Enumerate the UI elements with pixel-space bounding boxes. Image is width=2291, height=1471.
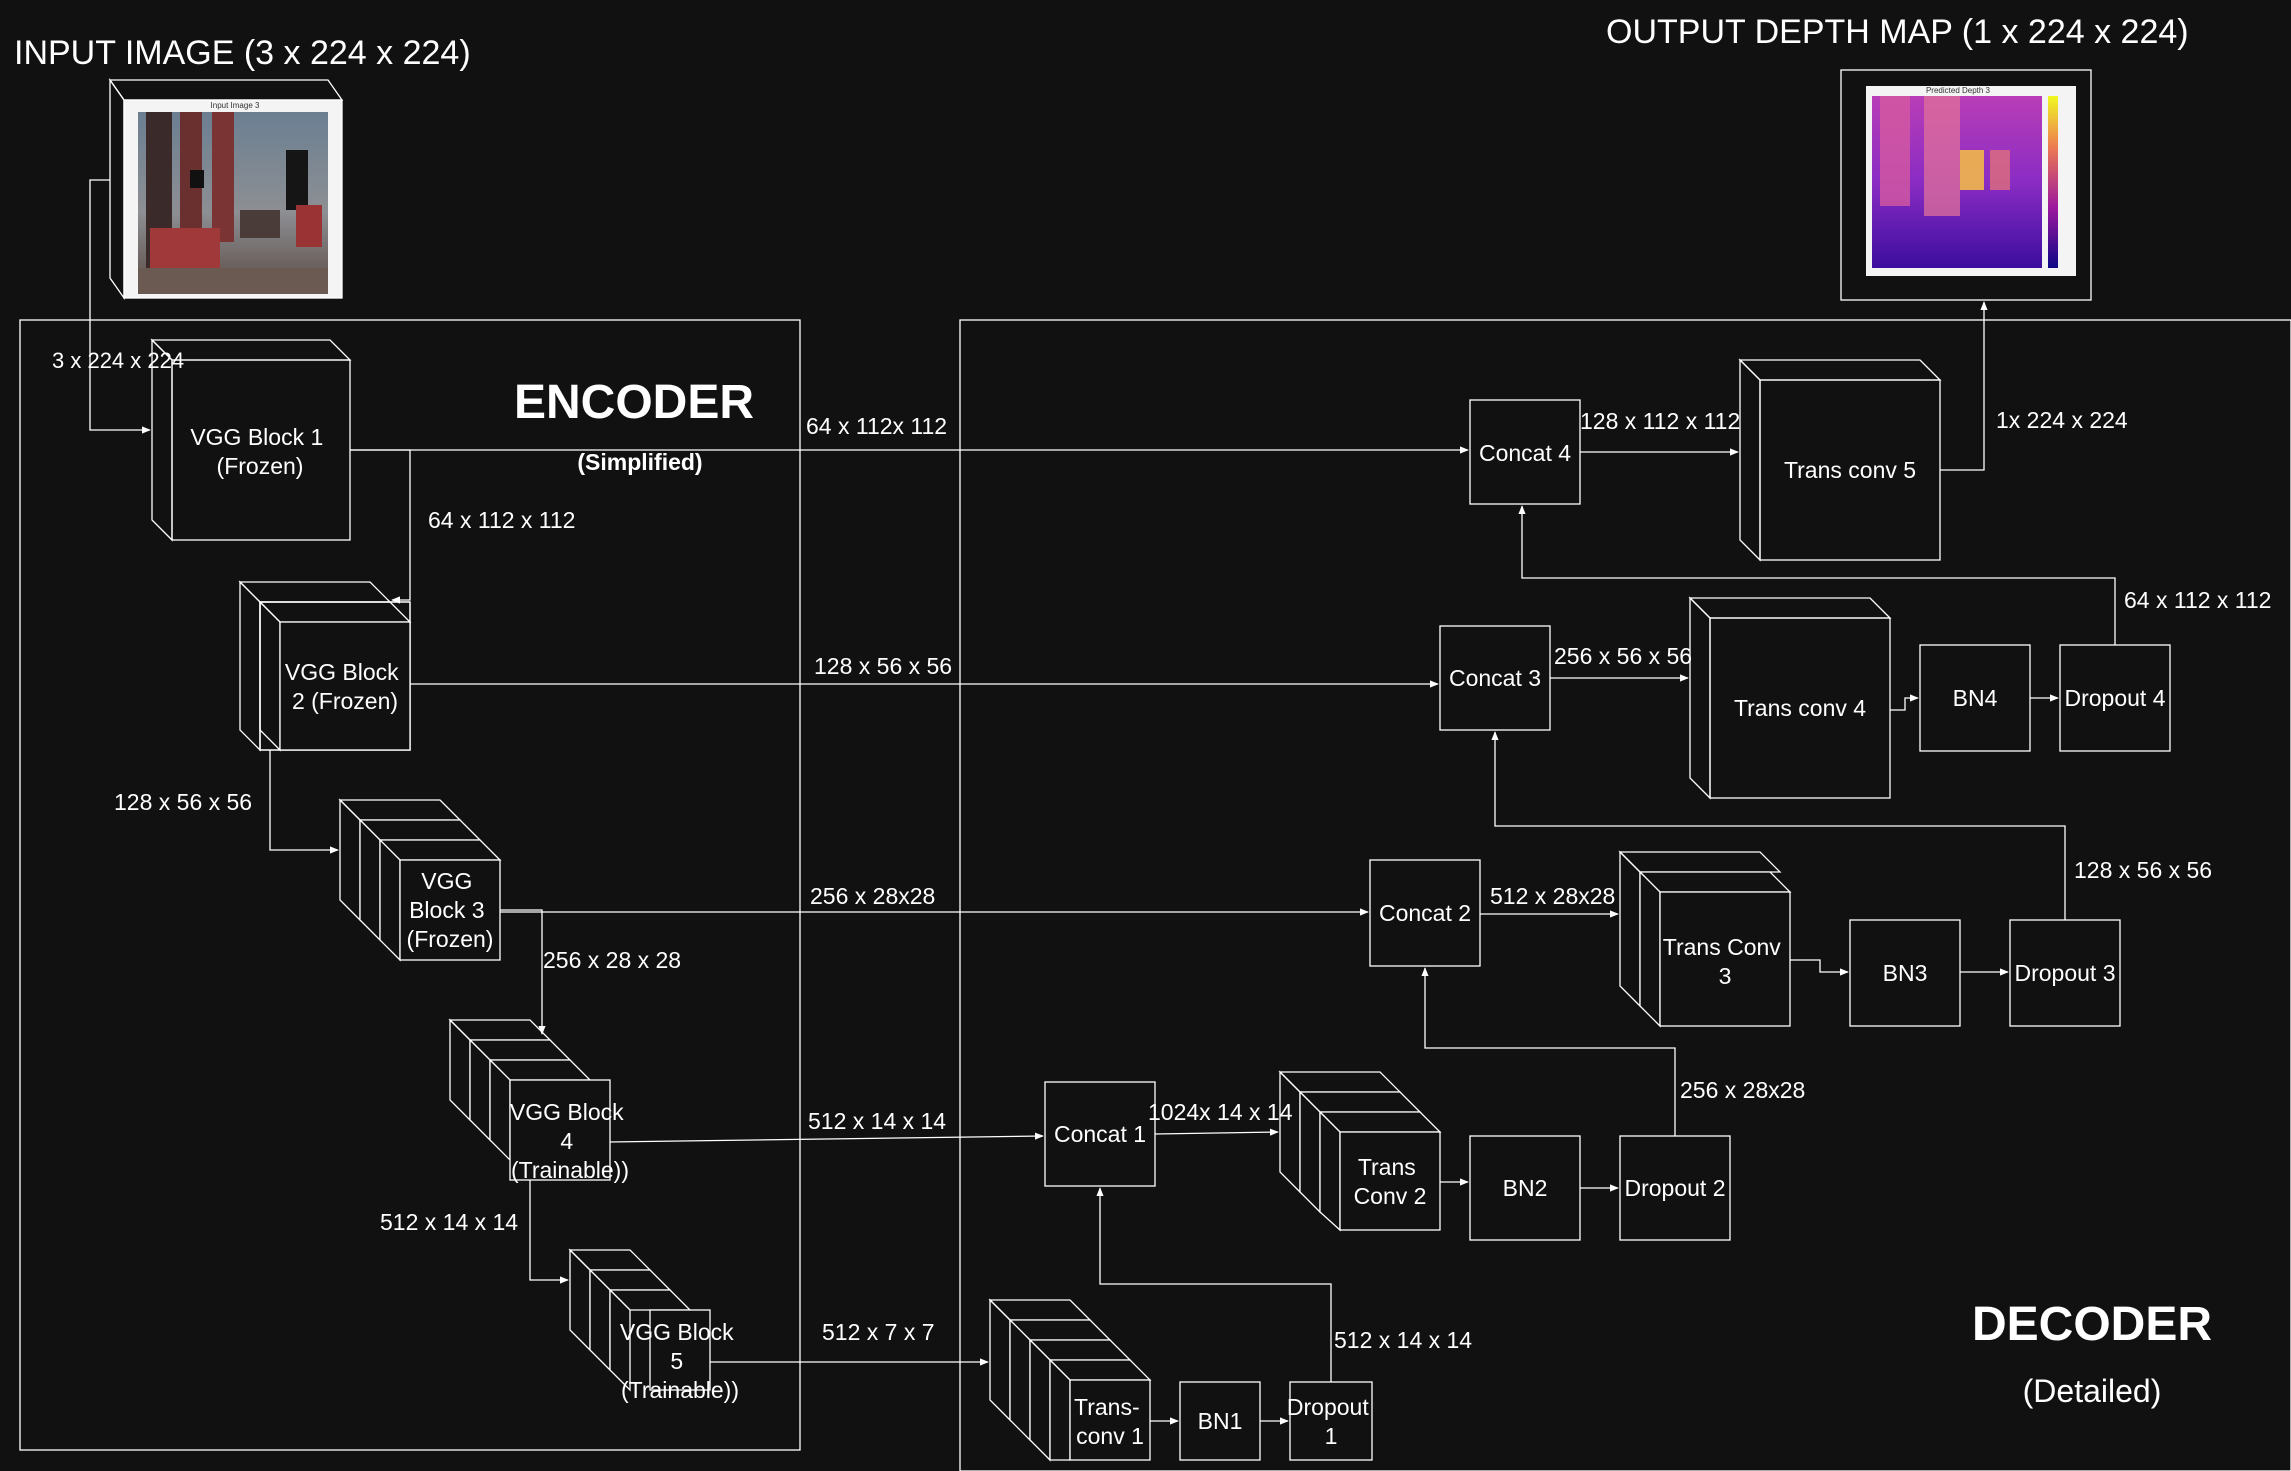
bn3 [1849,919,1961,1027]
vgg-block-2: VGG Block 2 (Frozen) [238,580,412,752]
vgg-block-5-label: VGG Block 5 (Trainable)) [620,1319,740,1403]
input-image: Input Image 3 [108,77,344,301]
tc4-to-bn4-arrow [1890,694,1919,711]
vgg1-to-vgg2-arrow [350,449,411,604]
dropout3-to-concat3-arrow [1491,731,2066,920]
concat-1-label: Concat 1 [1054,1121,1146,1147]
dropout-2-label: Dropout 2 [1624,1175,1725,1201]
trans-conv-4-label: Trans conv 4 [1734,695,1866,721]
concat1-to-tc2-arrow [1154,1128,1279,1136]
input-to-vgg1-arrow [89,179,151,434]
concat-2 [1369,859,1481,967]
concat-4-label: Concat 4 [1479,440,1571,466]
vgg-block-3: VGG Block 3 (Frozen) [338,798,502,962]
c4-out-shape-label: 128 x 112 x 112 [1580,408,1740,434]
output-thumb-caption: Predicted Depth 3 [1926,86,1991,95]
trans-conv-3: Trans Conv 3 [1618,850,1792,1028]
trans-conv-2-label: Trans Conv 2 [1354,1154,1427,1209]
vgg-block-3-label: VGG Block 3 (Frozen) [407,868,494,952]
c3-out-shape-label: 256 x 56 x 56 [1554,643,1692,669]
skip-1-label: 64 x 112x 112 [806,413,947,439]
dropout1-to-concat1-arrow [1096,1187,1332,1382]
bn3-label: BN3 [1883,960,1928,986]
trans-conv-4: Trans conv 4 [1688,596,1892,800]
b4-b5-shape-label: 512 x 14 x 14 [380,1209,518,1235]
b3-b4-shape-label: 256 x 28 x 28 [543,947,681,973]
decoder-subtitle: (Detailed) [2023,1373,2162,1409]
out-shape-label: 1x 224 x 224 [1996,407,2128,433]
concat-2-label: Concat 2 [1379,900,1471,926]
skip-3-label: 256 x 28x28 [810,883,935,909]
output-map-title: OUTPUT DEPTH MAP (1 x 224 x 224) [1606,13,2189,51]
vgg-block-1-label: VGG Block 1 (Frozen) [190,424,329,479]
vgg-block-4: VGG Block 4 (Trainable)) [448,1018,630,1183]
vgg3-to-vgg4-arrow [500,909,546,1035]
skip-4-label: 512 x 14 x 14 [808,1108,946,1134]
encoder-frame [19,319,801,1451]
decoder-frame [959,319,2291,1471]
vgg2-to-vgg3-arrow [269,750,339,854]
vgg-block-2-label: VGG Block 2 (Frozen) [285,659,405,714]
skip-2-label: 128 x 56 x 56 [814,653,952,679]
input-shape-label: 3 x 224 x 224 [52,348,184,373]
encoder-subtitle: (Simplified) [577,449,702,475]
concat-3-label: Concat 3 [1449,665,1541,691]
output-arrow [1940,301,1988,471]
input-image-title: INPUT IMAGE (3 x 224 x 224) [14,34,471,72]
trans-conv-5-label: Trans conv 5 [1784,457,1916,483]
dropout-3-label: Dropout 3 [2014,960,2115,986]
dropout-1-label: Dropout 1 [1287,1394,1375,1449]
d1-up-shape-label: 512 x 14 x 14 [1334,1327,1472,1353]
d4-up-shape-label: 64 x 112 x 112 [2124,587,2271,613]
bn1-label: BN1 [1198,1408,1243,1434]
bn4-label: BN4 [1953,685,1998,711]
dropout-4-label: Dropout 4 [2064,685,2165,711]
d3-up-shape-label: 128 x 56 x 56 [2074,857,2212,883]
trans-conv-1: Trans- conv 1 [988,1298,1152,1462]
c2-out-shape-label: 512 x 28x28 [1490,883,1615,909]
trans-conv-1-label: Trans- conv 1 [1074,1394,1146,1449]
decoder-title: DECODER [1972,1298,2212,1351]
dropout2-to-concat2-arrow [1421,967,1676,1136]
b2-b3-shape-label: 128 x 56 x 56 [114,789,252,815]
vgg-block-5: VGG Block 5 (Trainable)) [568,1248,740,1403]
b1-b2-shape-label: 64 x 112 x 112 [428,507,575,533]
d2-up-shape-label: 256 x 28x28 [1680,1077,1805,1103]
vgg-block-1: VGG Block 1 (Frozen) [150,338,352,542]
trans-conv-3-label: Trans Conv 3 [1663,934,1787,989]
dropout4-to-concat4-arrow [1518,505,2116,645]
trans-conv-5: Trans conv 5 [1738,358,1942,562]
c1-out-shape-label: 1024x 14 x 14 [1148,1099,1293,1125]
input-thumb-caption: Input Image 3 [211,101,260,110]
skip-4-arrow [609,1132,1044,1143]
skip-5-label: 512 x 7 x 7 [822,1319,935,1345]
vgg4-to-vgg5-arrow [529,1180,569,1284]
encoder-title: ENCODER [514,376,754,429]
vgg-block-4-label: VGG Block 4 (Trainable)) [510,1099,630,1183]
trans-conv-2: Trans Conv 2 [1278,1070,1442,1232]
tc3-to-bn3-arrow [1790,959,1849,976]
bn2-label: BN2 [1503,1175,1548,1201]
output-depth-map: Predicted Depth 3 [1840,69,2092,301]
